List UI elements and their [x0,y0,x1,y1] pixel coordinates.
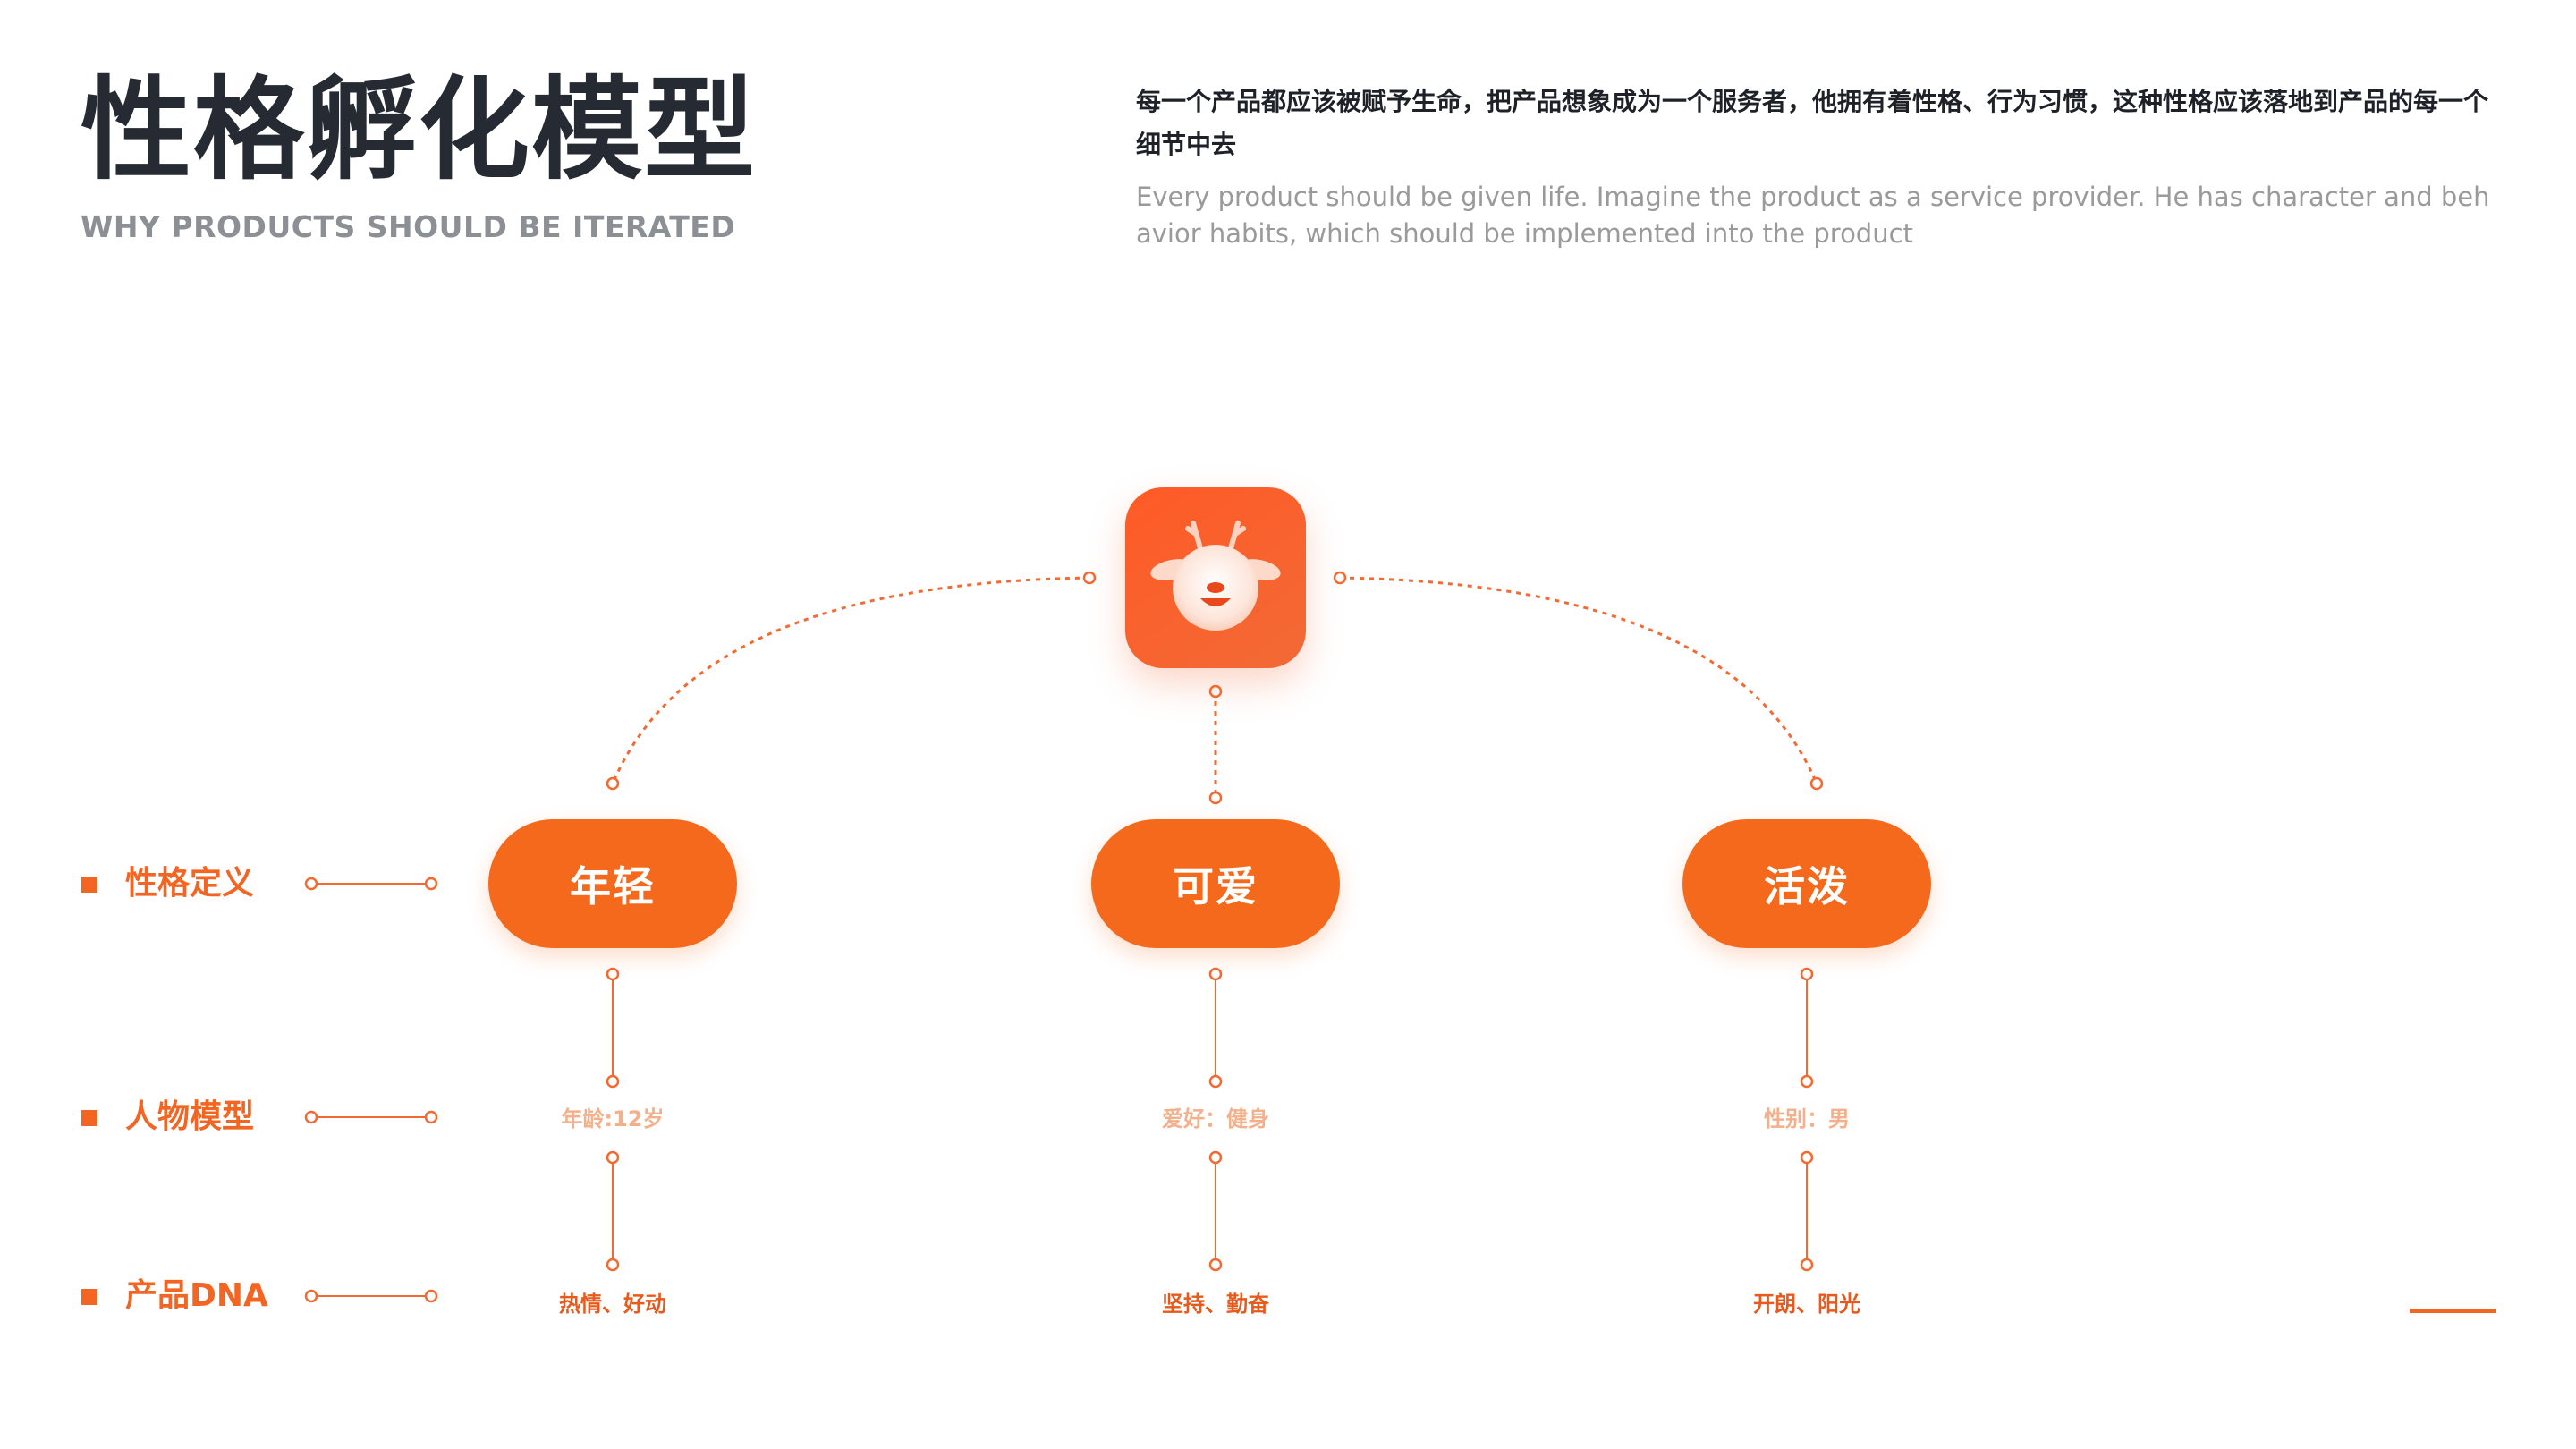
model-label-hobby: 爱好：健身 [1162,1106,1269,1131]
node-dot [1800,1258,1814,1272]
trait-pill-lively: 活泼 [1682,819,1931,948]
node-dot [606,1150,620,1165]
app-icon [1125,487,1306,668]
node-dot [1208,791,1223,805]
row-label-character-definition: 性格定义 [125,865,255,902]
node-dot [424,1289,438,1303]
dna-label-cheerful: 开朗、阳光 [1753,1292,1860,1317]
page-subtitle: WHY PRODUCTS SHOULD BE ITERATED [80,209,736,244]
row-bullet [81,877,97,893]
row-label-product-dna: 产品DNA [125,1277,268,1314]
node-dot [1800,1150,1814,1165]
dna-label-passionate: 热情、好动 [559,1292,666,1317]
node-dot [1208,1074,1223,1089]
node-dot [606,967,620,981]
node-dot [606,1258,620,1272]
connector-arc-left [611,576,1090,784]
row-bullet [81,1110,97,1126]
accent-line [2410,1309,2496,1313]
node-dot [1333,571,1347,585]
node-dot [304,1289,318,1303]
node-dot [1208,1150,1223,1165]
node-dot [1800,967,1814,981]
node-dot [1208,967,1223,981]
node-dot [1208,1258,1223,1272]
row-bullet [81,1289,97,1305]
node-dot [1208,684,1223,699]
description-chinese: 每一个产品都应该被赋予生命，把产品想象成为一个服务者，他拥有着性格、行为习惯，这… [1136,87,2489,159]
node-dot [424,877,438,891]
node-dot [1800,1074,1814,1089]
connector-arc-right [1339,576,1818,784]
node-dot [424,1110,438,1124]
trait-pill-cute: 可爱 [1091,819,1340,948]
trait-pill-young: 年轻 [488,819,737,948]
node-dot [304,1110,318,1124]
description-english: Every product should be given life. Imag… [1136,182,2490,249]
model-label-age: 年龄:12岁 [561,1106,665,1131]
page-title: 性格孵化模型 [80,66,758,195]
node-dot [606,1074,620,1089]
node-dot [1809,776,1824,791]
node-dot [606,776,620,791]
node-dot [1082,571,1097,585]
node-dot [304,877,318,891]
dna-label-persistent: 坚持、勤奋 [1162,1292,1269,1317]
model-label-gender: 性别：男 [1764,1106,1850,1131]
row-label-persona-model: 人物模型 [125,1098,255,1135]
deer-face-icon [1150,521,1281,631]
